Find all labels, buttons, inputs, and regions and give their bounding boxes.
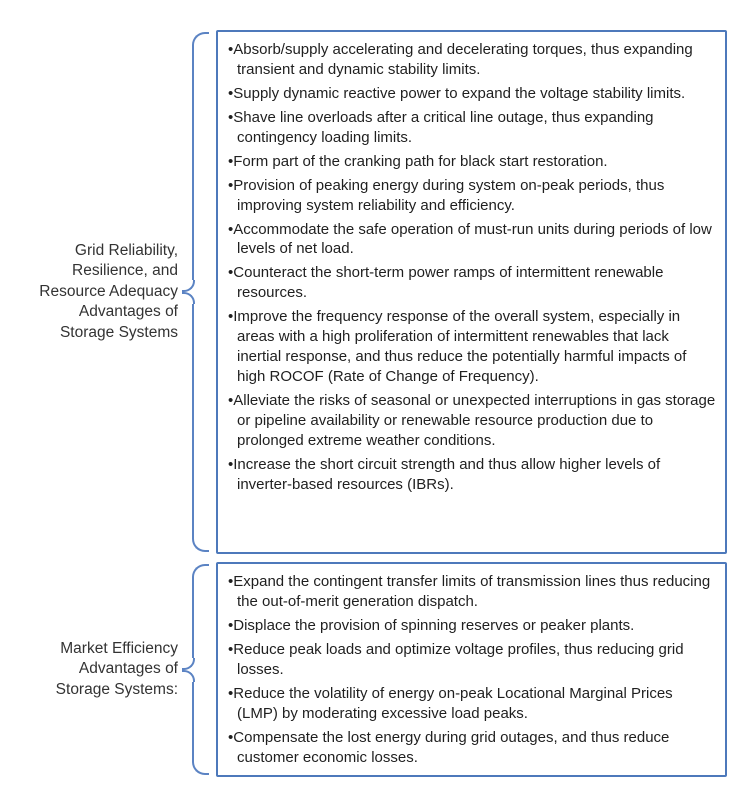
curly-brace-left-icon [180, 32, 212, 552]
bullet-item: Provision of peaking energy during syste… [228, 176, 717, 216]
bullet-item: Form part of the cranking path for black… [228, 152, 717, 172]
bullet-item: Reduce the volatility of energy on-peak … [228, 684, 717, 724]
grid-reliability-label: Grid Reliability, Resilience, and Resour… [39, 241, 178, 341]
market-efficiency-bullet-box: Expand the contingent transfer limits of… [216, 562, 727, 778]
bullet-item: Improve the frequency response of the ov… [228, 307, 717, 387]
bullet-item: Counteract the short-term power ramps of… [228, 263, 717, 303]
bullet-item: Alleviate the risks of seasonal or unexp… [228, 391, 717, 451]
bullet-item: Compensate the lost energy during grid o… [228, 728, 717, 768]
section-label-column: Grid Reliability, Resilience, and Resour… [2, 30, 178, 554]
section-label-column: Market Efficiency Advantages of Storage … [2, 562, 178, 777]
market-efficiency-label: Market Efficiency Advantages of Storage … [55, 640, 178, 698]
bullet-item: Increase the short circuit strength and … [228, 455, 717, 495]
bullet-item: Reduce peak loads and optimize voltage p… [228, 640, 717, 680]
bullet-item: Absorb/supply accelerating and decelerat… [228, 40, 717, 80]
bullet-item: Supply dynamic reactive power to expand … [228, 84, 717, 104]
bullet-item: Displace the provision of spinning reser… [228, 616, 717, 636]
section-grid-reliability: Grid Reliability, Resilience, and Resour… [2, 30, 727, 554]
curly-brace-left-icon [180, 564, 212, 776]
bullet-item: Accommodate the safe operation of must-r… [228, 220, 717, 260]
bullet-item: Expand the contingent transfer limits of… [228, 572, 717, 612]
section-market-efficiency: Market Efficiency Advantages of Storage … [2, 562, 727, 778]
bullet-item: Shave line overloads after a critical li… [228, 108, 717, 148]
grid-reliability-bullet-box: Absorb/supply accelerating and decelerat… [216, 30, 727, 554]
